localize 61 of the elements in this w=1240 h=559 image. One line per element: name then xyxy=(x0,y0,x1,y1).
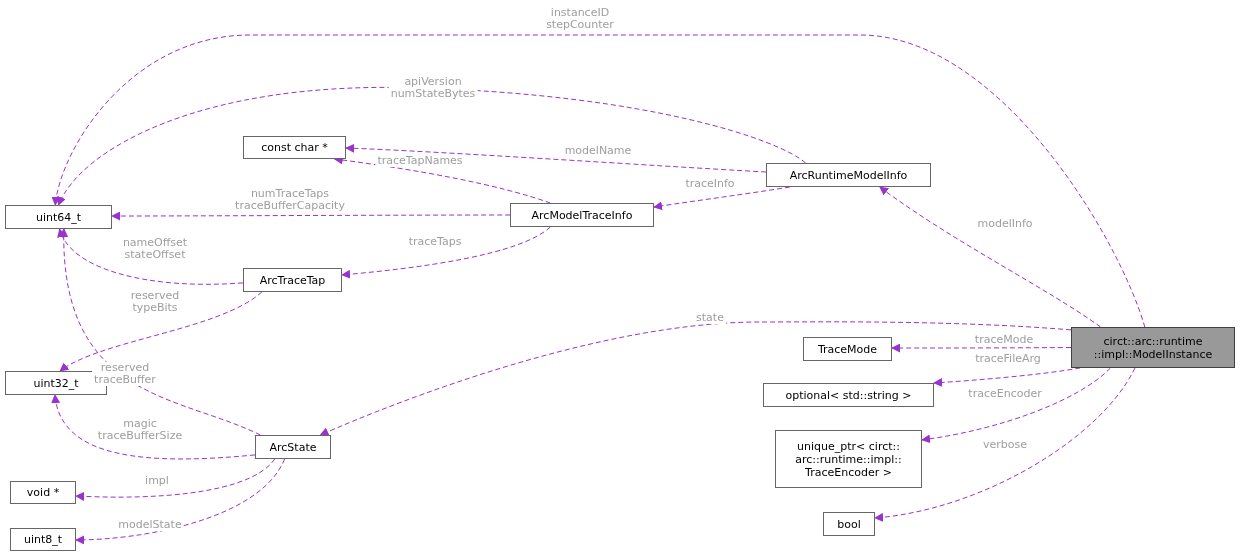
edge-label: instanceID stepCounter xyxy=(544,7,616,31)
dashed-arrow xyxy=(59,228,261,436)
class-box xyxy=(775,430,922,488)
dashed-arrow xyxy=(59,291,263,372)
edge-label: traceMode xyxy=(972,334,1036,346)
class-box xyxy=(823,512,875,536)
dashed-arrow xyxy=(52,34,1146,328)
class-box xyxy=(243,268,342,292)
edge-label: reserved traceBuffer xyxy=(92,362,158,386)
edge-label: modelInfo xyxy=(975,218,1035,230)
class-name: uint8_t xyxy=(22,533,64,546)
class-name: TraceMode xyxy=(816,342,879,356)
edge-label: impl xyxy=(143,475,171,487)
dashed-arrow xyxy=(75,458,286,545)
edge-label: magic traceBufferSize xyxy=(95,418,185,442)
class-name: uint64_t xyxy=(34,210,83,224)
class-name: bool xyxy=(836,517,862,531)
edge-label: reserved typeBits xyxy=(128,290,182,314)
class-box xyxy=(10,528,76,551)
class-box-highlighted xyxy=(1071,327,1235,368)
class-name: const char * xyxy=(260,141,329,154)
dashed-arrow xyxy=(341,226,551,279)
class-name: void * xyxy=(25,486,61,499)
edge-label: traceTapNames xyxy=(375,155,465,167)
edge-label: numTraceTaps traceBufferCapacity xyxy=(233,188,347,212)
dashed-arrow xyxy=(319,321,1072,436)
class-box xyxy=(255,435,331,459)
class-name: ArcRuntimeModelInfo xyxy=(788,168,909,182)
class-name: optional< std::string > xyxy=(784,388,913,402)
edge-label: modelName xyxy=(562,145,634,157)
edge-label: traceEncoder xyxy=(966,388,1044,400)
dashed-arrow xyxy=(345,143,767,173)
class-name: uint32_t xyxy=(32,376,80,390)
dashed-arrow xyxy=(874,367,1136,522)
dashed-arrow xyxy=(879,186,1101,328)
edge-label: traceFileArg xyxy=(973,353,1043,365)
class-name: ArcModelTraceInfo xyxy=(530,208,634,222)
edge-label: apiVersion numStateBytes xyxy=(388,76,478,100)
dashed-arrow xyxy=(891,343,1072,353)
dashed-arrow xyxy=(111,211,511,221)
dashed-arrow xyxy=(75,458,276,501)
class-name: ArcState xyxy=(268,440,318,454)
dashed-arrow xyxy=(58,228,244,285)
class-box xyxy=(763,383,934,407)
edge-label: verbose xyxy=(981,439,1029,451)
class-box xyxy=(803,337,892,361)
class-box xyxy=(510,203,654,227)
class-box xyxy=(5,205,112,229)
class-name: ArcTraceTap xyxy=(258,273,327,287)
class-box xyxy=(243,136,346,159)
edge-label: state xyxy=(694,312,726,324)
edge-label: traceTaps xyxy=(406,236,464,248)
dashed-arrow xyxy=(58,87,807,206)
edge-label: modelState xyxy=(116,519,184,531)
class-box xyxy=(10,481,76,504)
class-box xyxy=(766,163,931,187)
edge-label: traceInfo xyxy=(683,178,737,190)
dashed-arrow xyxy=(52,394,256,460)
class-name: unique_ptr< circt:: arc::runtime::impl:: TraceEncoder > xyxy=(794,439,903,479)
dashed-arrow xyxy=(921,367,1111,444)
class-name: circt::arc::runtime ::impl::ModelInstance xyxy=(1092,334,1214,361)
